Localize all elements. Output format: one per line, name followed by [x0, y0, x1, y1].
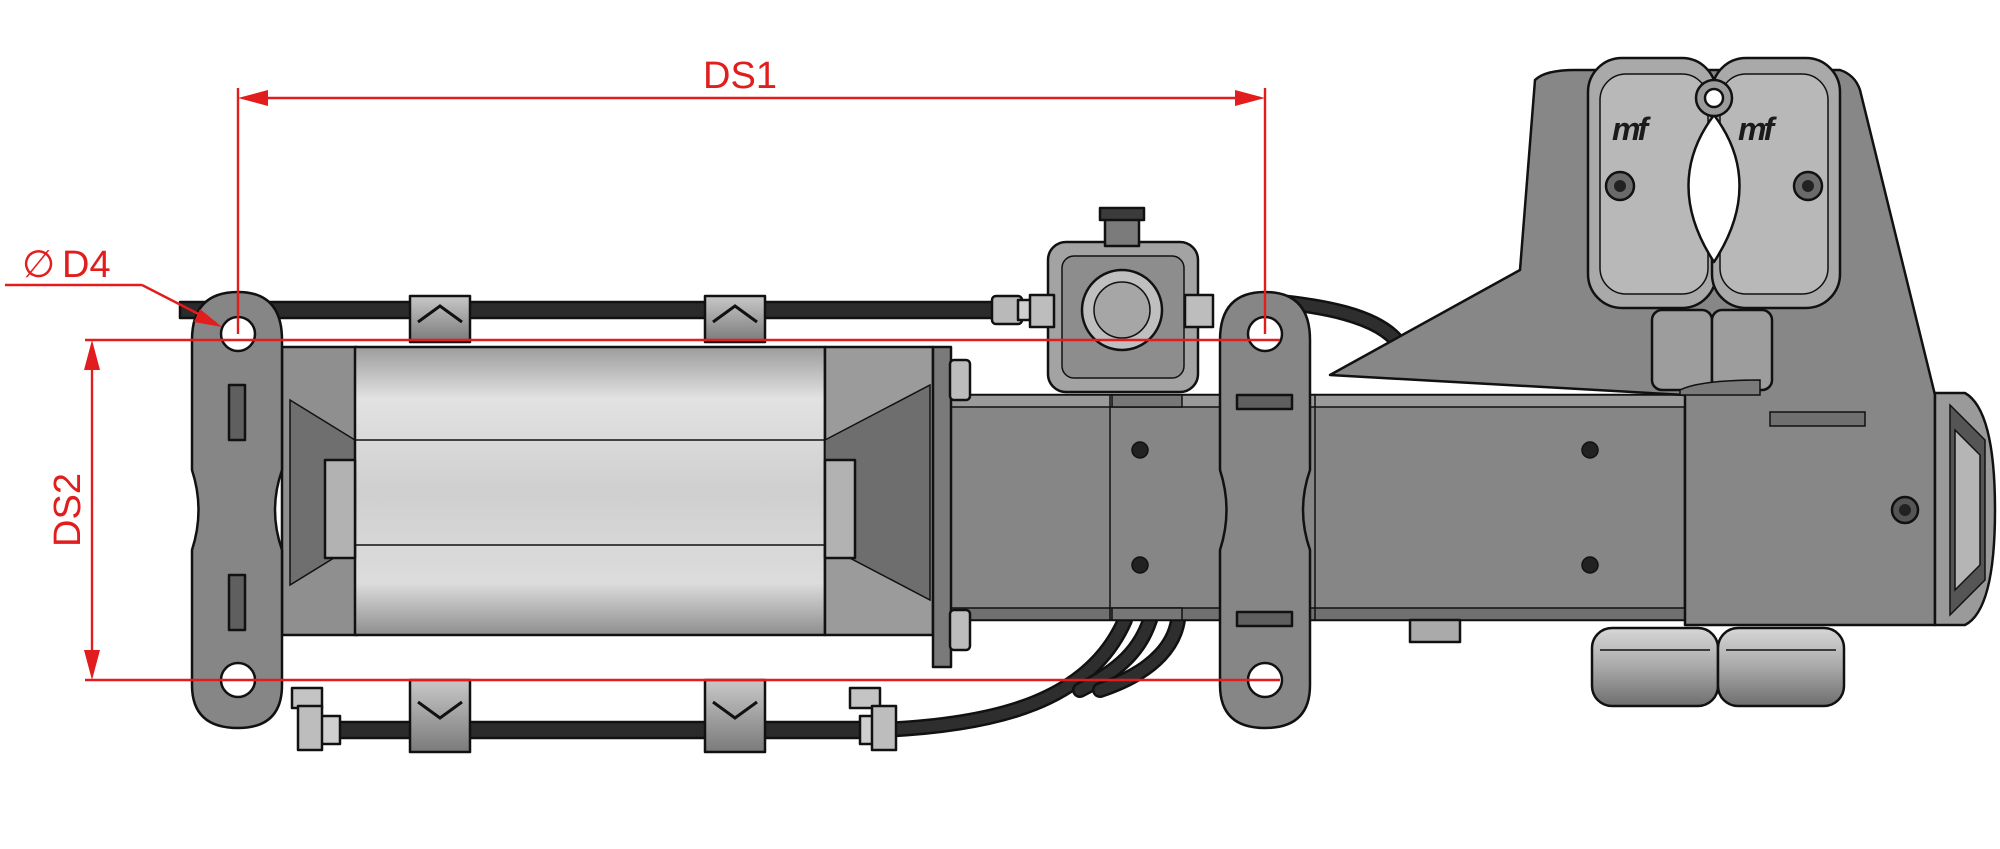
dimension-ds1: DS1 [236, 55, 1267, 334]
dimension-d4: ∅ D4 [5, 244, 222, 327]
hydraulic-cylinder [280, 345, 972, 669]
band-top-left [408, 294, 472, 344]
valve-block [1028, 206, 1215, 394]
right-end-cap [1933, 391, 1997, 627]
left-bracket [190, 290, 284, 730]
bottom-fittings [290, 686, 898, 752]
lower-jaws [1650, 308, 1774, 396]
frame-hole [1131, 556, 1149, 574]
dimension-ds2: DS2 [47, 338, 1280, 682]
bottom-rollers [1590, 626, 1846, 708]
band-bottom-left [408, 678, 472, 754]
cylinder-bands [408, 294, 767, 754]
bottom-hydraulic-tube [316, 714, 886, 746]
main-frame [938, 393, 1687, 644]
band-bottom-right [703, 678, 767, 754]
frame-hole [1581, 441, 1599, 459]
ds1-label: DS1 [703, 55, 777, 97]
hoses [872, 292, 1408, 738]
dimensions: DS1 DS2 ∅ D4 [5, 55, 1280, 682]
clamp-pads: mf mf [1586, 56, 1842, 310]
mechanism: mf mf [178, 56, 1997, 754]
frame-hole [1131, 441, 1149, 459]
d4-symbol: ∅ [22, 244, 55, 286]
band-top-right [703, 294, 767, 344]
d4-label: D4 [62, 244, 111, 286]
right-bracket [1218, 290, 1312, 730]
ds2-label: DS2 [47, 473, 89, 547]
frame-hole [1581, 556, 1599, 574]
top-hydraulic-tube [178, 294, 1044, 326]
